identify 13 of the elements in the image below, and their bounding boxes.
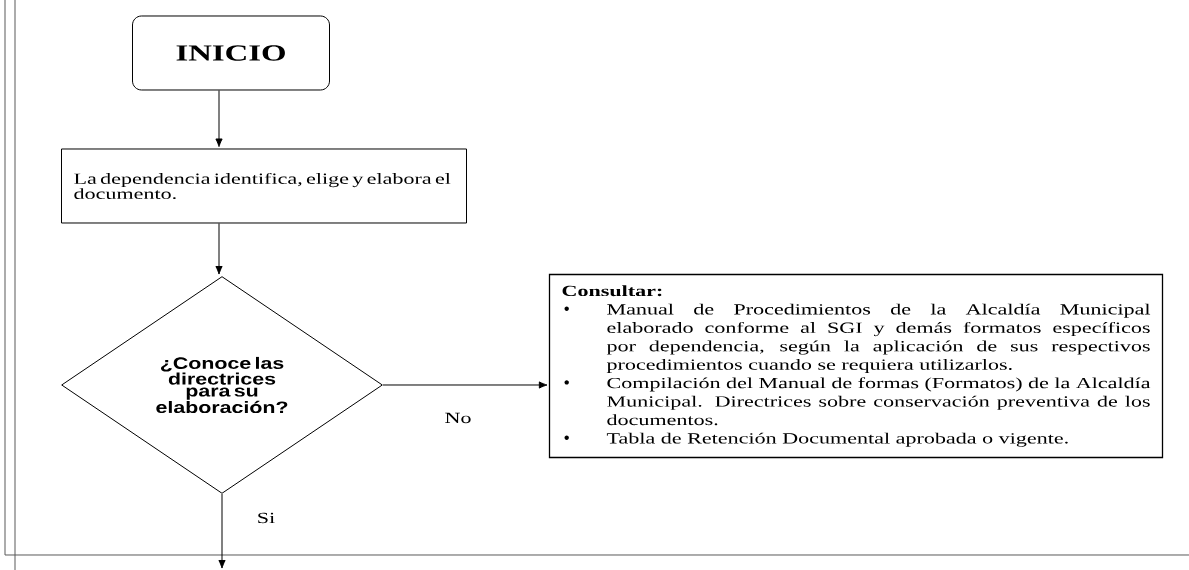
note-box — [548, 273, 1164, 459]
process-box: La dependencia identifica, elige y elabora el documento. — [61, 148, 467, 224]
bullet-item: Tabla de Retención Documental aprobada o vigente. — [564, 432, 1068, 447]
arrow — [215, 90, 223, 148]
arrow — [215, 223, 223, 275]
bullet-item: Manual de Procedimientos de la Alcaldía Municipal elaborado conforme al SGI y demás formatos específicos por dependencia, según la aplicación de sus respectivos procedimientos cuando se requiera utilizarlos. — [564, 303, 1151, 373]
arrow — [382, 381, 548, 389]
edge-label: Si — [254, 510, 278, 526]
start-box: INICIO — [132, 15, 330, 91]
heading: Consultar: — [562, 285, 662, 297]
edge-label: No — [442, 410, 474, 426]
bullet-item: Compilación del Manual de formas (Formatos) de la Alcaldía Municipal. Directrices sobre conservación preventiva de los documentos. — [564, 377, 1151, 426]
arrow — [218, 493, 226, 569]
